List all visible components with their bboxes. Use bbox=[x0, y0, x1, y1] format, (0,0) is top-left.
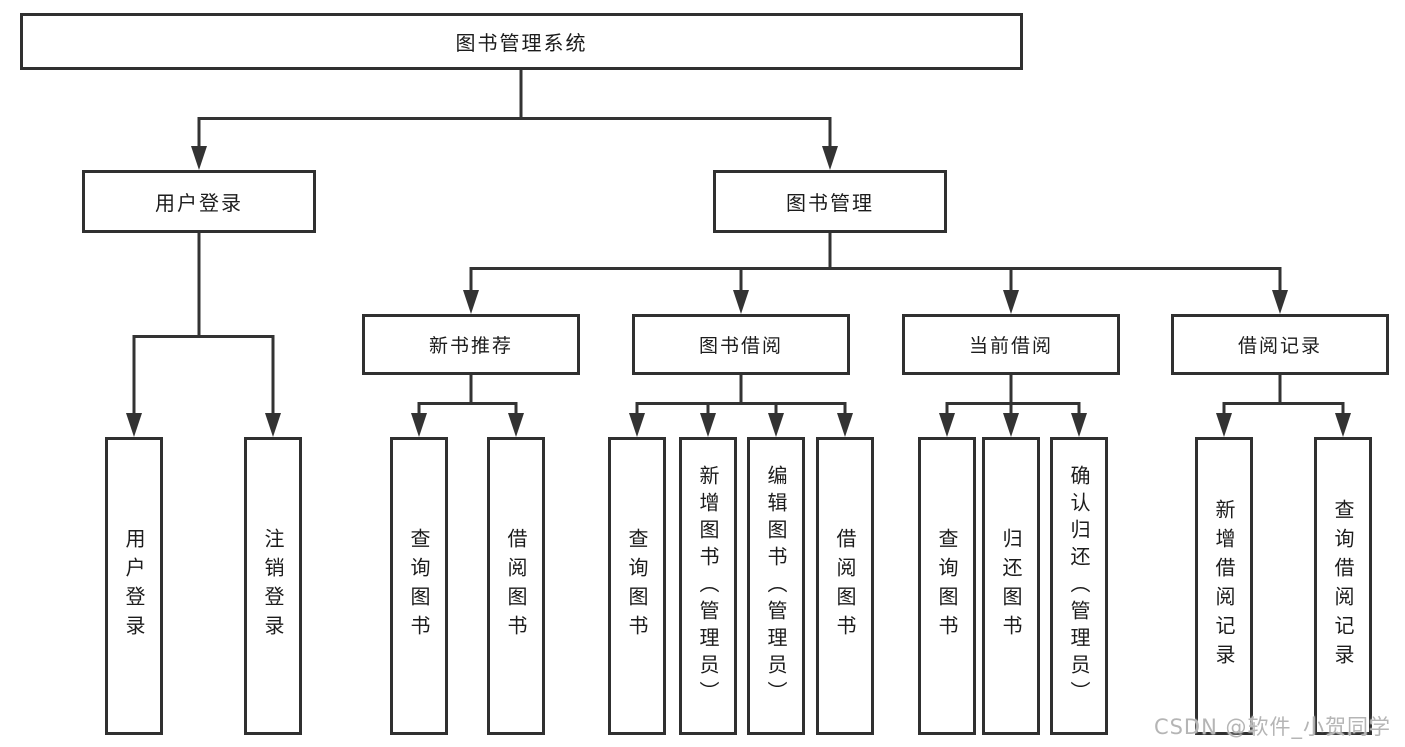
leaf-current-return-books: 归还图书 bbox=[982, 437, 1040, 735]
leaf-user-login: 用户登录 bbox=[105, 437, 163, 735]
leaf-borrow-add-books-admin: 新增图书（管理员） bbox=[679, 437, 737, 735]
leaf-borrow-edit-books-admin: 编辑图书（管理员） bbox=[747, 437, 805, 735]
leaf-records-query-record: 查询借阅记录 bbox=[1314, 437, 1372, 735]
leaf-current-query-books: 查询图书 bbox=[918, 437, 976, 735]
leaf-borrow-borrow-books: 借阅图书 bbox=[816, 437, 874, 735]
csdn-watermark: CSDN @软件_小贺同学 bbox=[1153, 715, 1391, 739]
leaf-recommend-query-books: 查询图书 bbox=[390, 437, 448, 735]
node-borrow-records: 借阅记录 bbox=[1171, 314, 1389, 375]
node-current-borrow: 当前借阅 bbox=[902, 314, 1120, 375]
node-book-management: 图书管理 bbox=[713, 170, 947, 233]
node-book-borrow: 图书借阅 bbox=[632, 314, 850, 375]
leaf-borrow-query-books: 查询图书 bbox=[608, 437, 666, 735]
leaf-recommend-borrow-books: 借阅图书 bbox=[487, 437, 545, 735]
leaf-logout: 注销登录 bbox=[244, 437, 302, 735]
leaf-records-add-record: 新增借阅记录 bbox=[1195, 437, 1253, 735]
arrowheads bbox=[126, 146, 1351, 437]
node-user-login: 用户登录 bbox=[82, 170, 316, 233]
node-new-book-recommend: 新书推荐 bbox=[362, 314, 580, 375]
leaf-current-confirm-return-admin: 确认归还（管理员） bbox=[1050, 437, 1108, 735]
node-library-management-system: 图书管理系统 bbox=[20, 13, 1023, 70]
